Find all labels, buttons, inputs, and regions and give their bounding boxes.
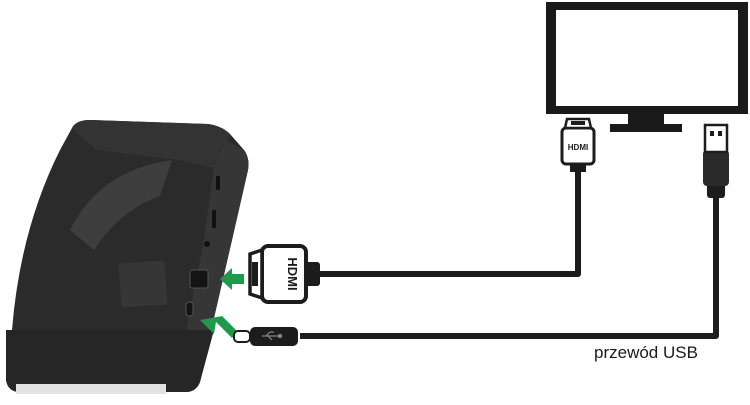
usb-cable (300, 196, 719, 339)
streaming-device (6, 120, 249, 394)
device-button-1 (216, 176, 220, 190)
device-label-area (118, 260, 168, 308)
hdmi-cable (318, 170, 581, 277)
up-right-arrow-icon (200, 314, 238, 338)
device-base-strip (16, 384, 166, 394)
device-side-panel (176, 132, 249, 388)
hdmi-plug-device: HDMI (248, 244, 320, 304)
device-led (204, 241, 210, 247)
tv-screen (556, 10, 738, 106)
tv-monitor (546, 2, 748, 132)
right-arrow-icon (220, 268, 244, 290)
usb-a-plug-tv (703, 123, 729, 198)
usb-cable-label: przewód USB (594, 343, 698, 362)
usb-c-plug-device (233, 327, 298, 346)
device-ridge (70, 160, 172, 250)
device-hdmi-port (189, 269, 209, 289)
hdmi-plug-tv-label: HDMI (568, 143, 588, 152)
tv-stand-base (610, 124, 682, 132)
device-button-2 (212, 210, 216, 228)
device-usbc-port (185, 301, 194, 317)
hdmi-plug-device-label: HDMI (285, 257, 300, 290)
usb-icon (262, 331, 283, 341)
tv-stand-neck (628, 114, 664, 126)
hdmi-plug-tv: HDMI (560, 117, 596, 172)
